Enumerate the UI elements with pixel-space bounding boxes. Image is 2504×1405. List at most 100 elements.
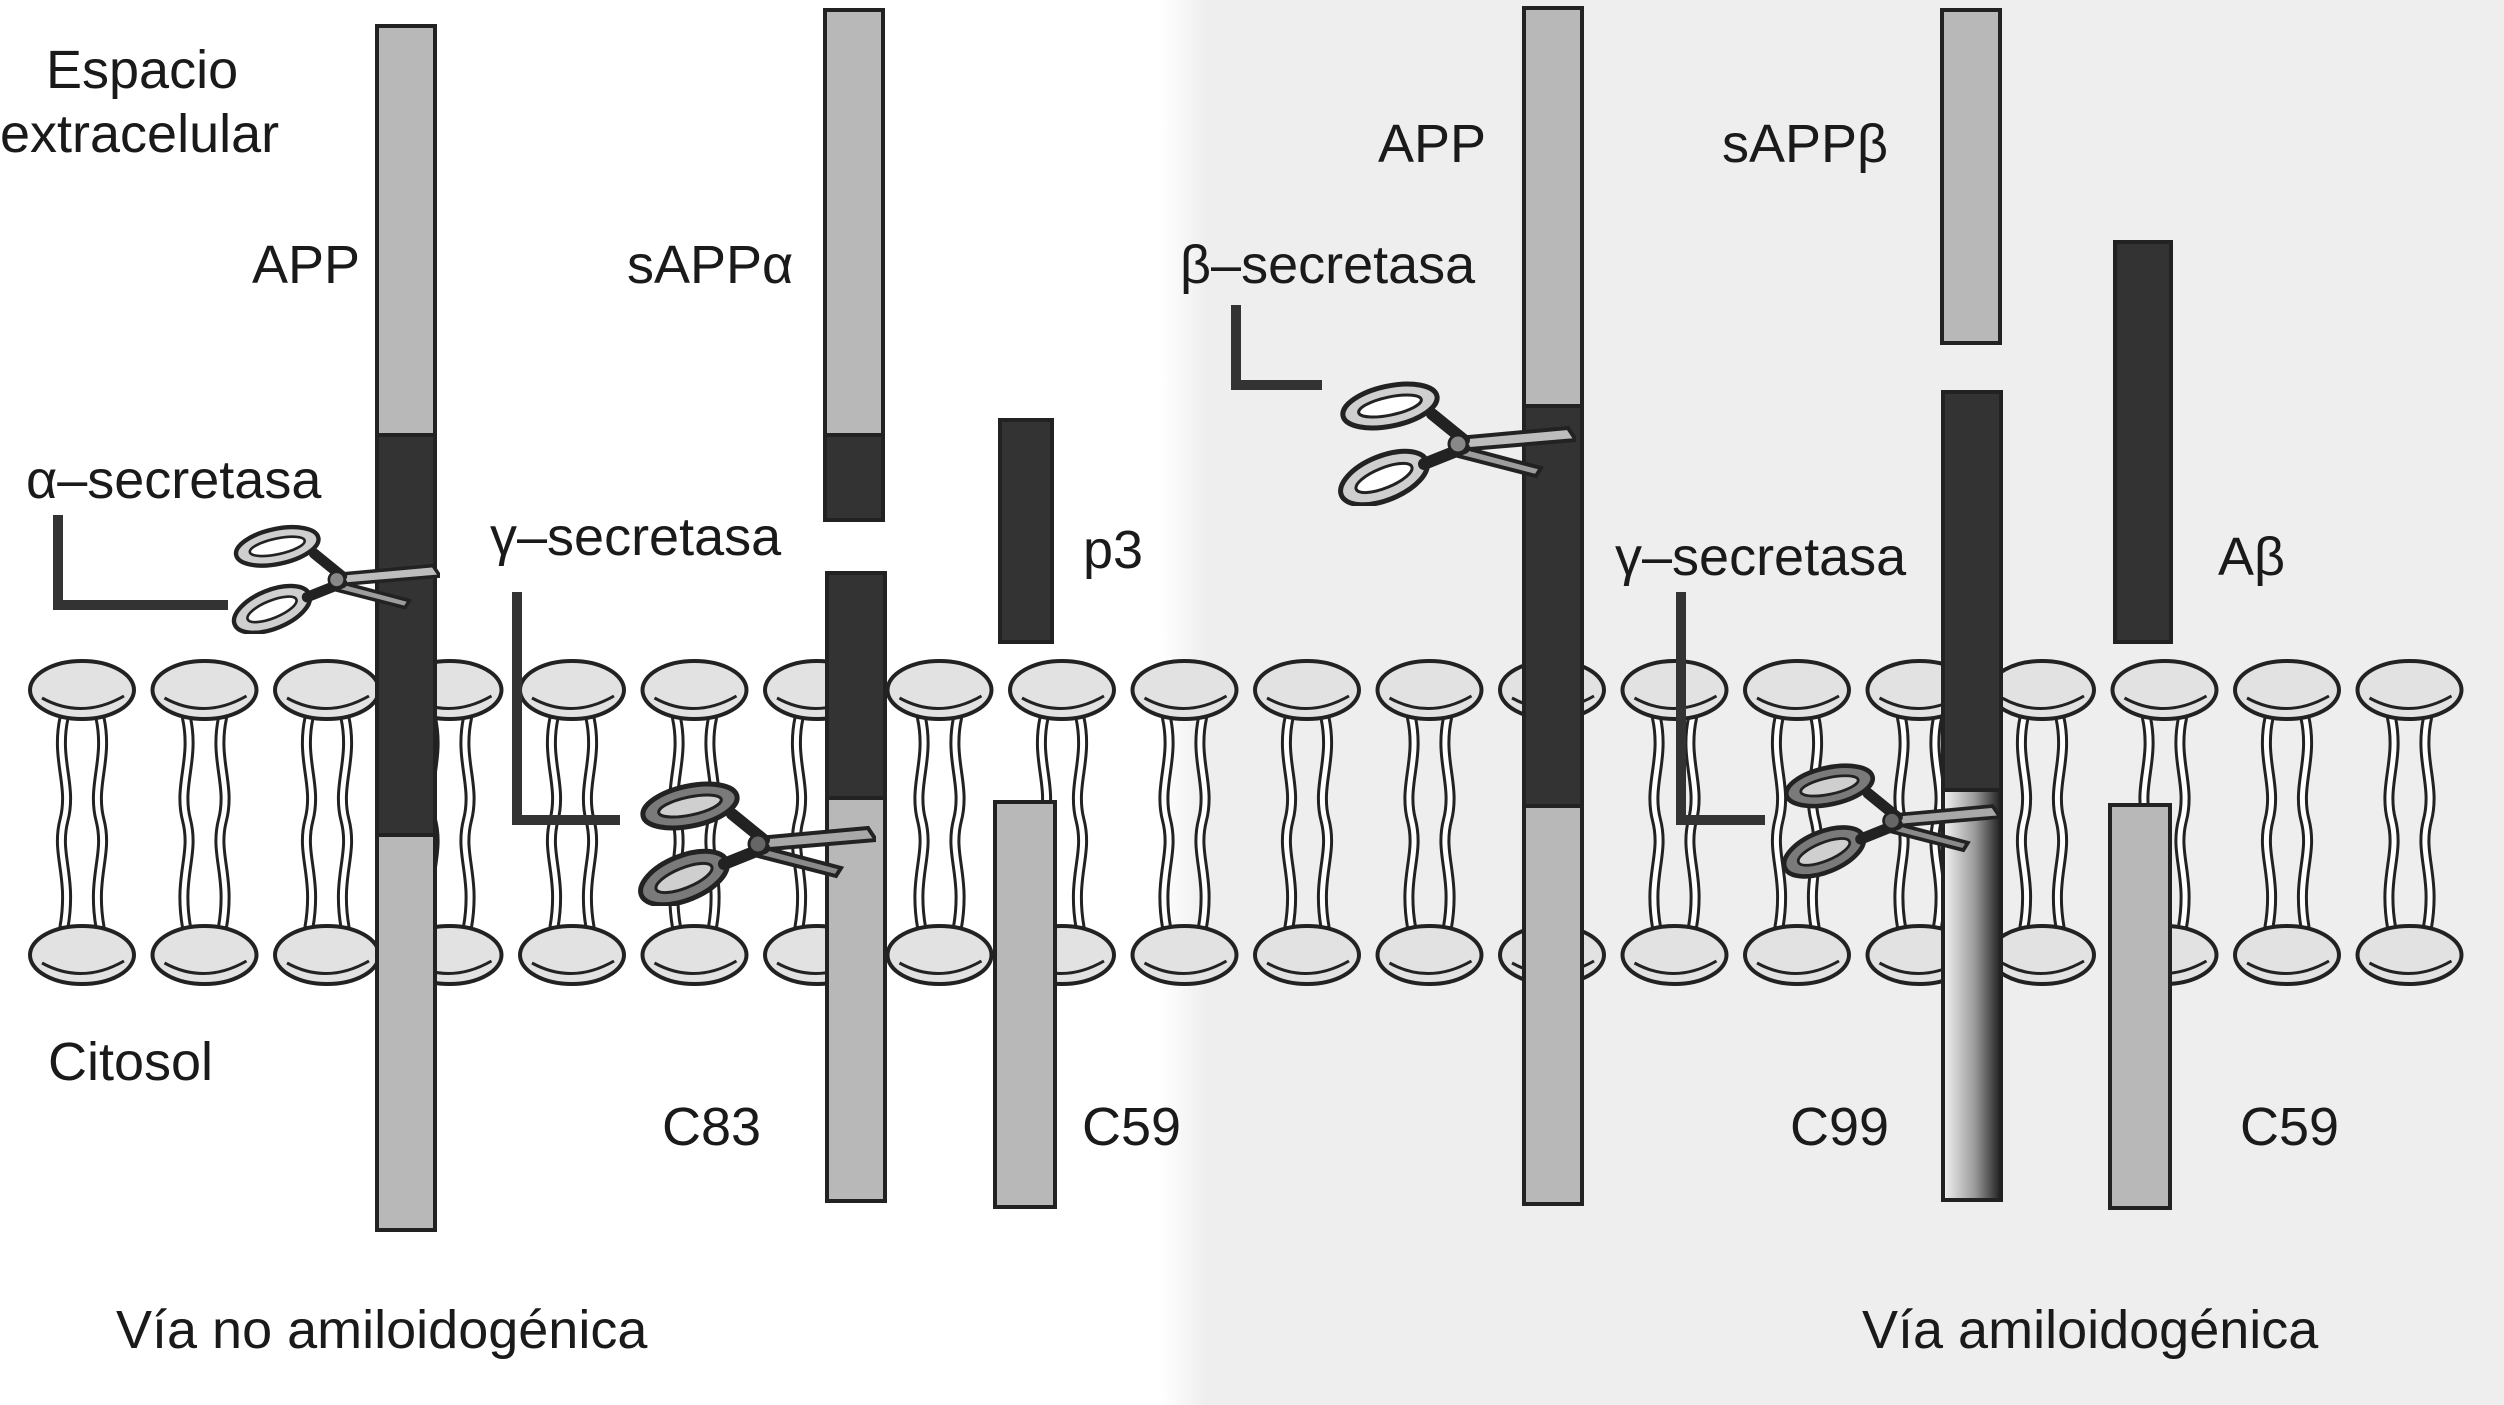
lipid-head <box>1988 659 2096 721</box>
lipid-head <box>150 924 259 986</box>
lipid-head-outline <box>41 959 125 975</box>
lipid-head-outline <box>653 959 738 975</box>
lipid-head <box>885 924 994 986</box>
lipid-head-outline <box>1143 694 1228 710</box>
abeta-label: Aβ <box>2218 527 2285 587</box>
lipid-tail <box>1074 715 1086 930</box>
lipid-head-outline <box>1021 694 1105 710</box>
lipid-head <box>2233 924 2341 986</box>
lipid-head-outline <box>531 959 615 975</box>
salpha-label: sAPPα <box>627 235 793 295</box>
lipid-head-outline <box>1756 959 1840 975</box>
gamma-secretase-left-bracket <box>512 592 620 825</box>
extracellular-label-line1: Espacio <box>46 40 238 100</box>
c99-label: C99 <box>1790 1097 1889 1157</box>
c59-left-label: C59 <box>1082 1097 1181 1157</box>
lipid-head <box>2355 924 2464 986</box>
c83-label: C83 <box>662 1097 761 1157</box>
lipid-tail <box>1161 715 1172 930</box>
lipid-head <box>1743 924 1851 986</box>
lipid-tail <box>1773 715 1785 930</box>
amyloidogenic-pathway-label: Vía amiloidogénica <box>1862 1300 2319 1360</box>
c99-fragment <box>1941 390 2003 1202</box>
c59-right-fragment <box>2108 803 2172 1210</box>
salpha-fragment <box>823 8 885 522</box>
lipid-head <box>640 659 749 721</box>
lipid-tail <box>339 715 351 930</box>
lipid-head <box>1620 659 1729 721</box>
p3-fragment <box>998 418 1054 644</box>
sbeta-fragment <box>1940 8 2002 345</box>
lipid-head-outline <box>1143 959 1228 975</box>
lipid-head-outline <box>2123 694 2208 710</box>
lipid-head-outline <box>1388 694 1473 710</box>
sbeta-label: sAPPβ <box>1722 114 1888 174</box>
lipid-tail <box>2299 715 2311 930</box>
lipid-head <box>1620 924 1729 986</box>
lipid-tail <box>793 715 805 930</box>
c59-right-label: C59 <box>2240 1097 2339 1157</box>
lipid-head <box>1130 924 1239 986</box>
c83-fragment <box>825 571 887 1203</box>
lipid-head <box>2233 659 2341 721</box>
lipid-tail <box>916 715 927 930</box>
lipid-head <box>518 659 626 721</box>
gamma-secretase-right-label: γ–secretasa <box>1615 527 1907 587</box>
lipid-head-outline <box>898 694 983 710</box>
lipid-head-outline <box>2368 959 2453 975</box>
lipid-head <box>273 659 381 721</box>
lipid-head <box>273 924 381 986</box>
lipid-head-outline <box>653 694 738 710</box>
lipid-tail <box>2054 715 2066 930</box>
lipid-head <box>1130 659 1239 721</box>
lipid-head-outline <box>1633 959 1718 975</box>
lipid-head-outline <box>2001 959 2085 975</box>
lipid-head <box>640 924 749 986</box>
lipid-head <box>1253 659 1361 721</box>
app-right-label: APP <box>1378 114 1486 174</box>
lipid-head <box>1008 659 1116 721</box>
lipid-head-outline <box>286 694 370 710</box>
lipid-head <box>28 659 136 721</box>
lipid-tail <box>2386 715 2397 930</box>
non-amyloidogenic-pathway-label: Vía no amiloidogénica <box>116 1300 648 1360</box>
lipid-head <box>1375 924 1484 986</box>
lipid-head-outline <box>41 694 125 710</box>
extracellular-label-line2: extracelular <box>0 104 279 164</box>
lipid-tail <box>952 715 963 930</box>
lipid-tail <box>1651 715 1662 930</box>
lipid-head <box>2110 659 2219 721</box>
alpha-secretase-label: α–secretasa <box>26 450 322 510</box>
lipid-tail <box>94 715 106 930</box>
lipid-tail <box>1442 715 1453 930</box>
lipid-tail <box>1809 715 1821 930</box>
lipid-tail <box>1197 715 1208 930</box>
lipid-tail <box>58 715 70 930</box>
lipid-head <box>28 924 136 986</box>
lipid-head-outline <box>2246 694 2330 710</box>
abeta-fragment <box>2113 240 2173 644</box>
lipid-head-outline <box>163 959 248 975</box>
lipid-head-outline <box>2246 959 2330 975</box>
beta-secretase-bracket <box>1231 305 1322 390</box>
lipid-tail <box>1283 715 1295 930</box>
lipid-tail <box>2422 715 2433 930</box>
lipid-head-outline <box>1266 694 1350 710</box>
lipid-tail <box>181 715 192 930</box>
lipid-head <box>1375 659 1484 721</box>
c59-left-fragment <box>993 800 1057 1209</box>
gamma-secretase-right-bracket <box>1676 592 1765 825</box>
lipid-tail <box>303 715 315 930</box>
lipid-tail <box>462 715 473 930</box>
lipid-tail <box>1319 715 1331 930</box>
beta-secretase-label: β–secretasa <box>1180 235 1476 295</box>
alpha-secretase-bracket <box>53 515 228 610</box>
lipid-tail <box>217 715 228 930</box>
lipid-head <box>518 924 626 986</box>
lipid-head <box>1253 924 1361 986</box>
gamma-secretase-left-label: γ–secretasa <box>490 507 782 567</box>
lipid-head-outline <box>1266 959 1350 975</box>
lipid-head <box>1743 659 1851 721</box>
